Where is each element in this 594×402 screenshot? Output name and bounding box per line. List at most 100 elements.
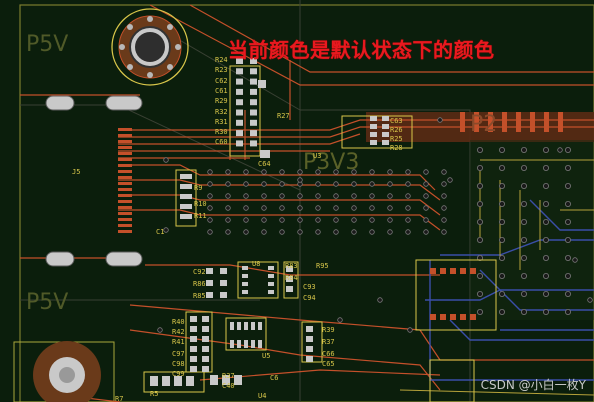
smd-pad — [220, 280, 227, 286]
smd-pad — [258, 340, 262, 348]
via — [565, 308, 572, 315]
via — [441, 205, 447, 211]
smd-pad — [180, 174, 192, 179]
via — [521, 146, 528, 153]
board-outline — [19, 4, 594, 402]
smd-pad — [174, 376, 182, 386]
via — [423, 181, 429, 187]
smd-pad — [460, 314, 466, 320]
smd-pad — [202, 326, 209, 332]
via — [476, 200, 483, 207]
smd-pad — [237, 340, 241, 348]
net-label-p3v3: P3V3 — [303, 150, 360, 175]
via — [565, 164, 572, 171]
via — [207, 181, 213, 187]
smd-pad — [242, 274, 248, 278]
via — [207, 205, 213, 211]
designator-label: C94 — [303, 294, 316, 302]
via — [476, 218, 483, 225]
via — [369, 229, 375, 235]
annotation-text: 当前颜色是默认状态下的颜色 — [228, 38, 495, 62]
via — [369, 193, 375, 199]
smd-pad — [250, 109, 257, 116]
smd-pad — [286, 266, 293, 272]
via — [407, 327, 413, 333]
via — [498, 146, 505, 153]
designator-label: R29 — [215, 97, 228, 106]
smd-pad — [202, 316, 209, 322]
via — [565, 182, 572, 189]
designator-label: R85 — [193, 292, 206, 300]
silkscreen-outlines — [143, 65, 497, 402]
via — [476, 254, 483, 261]
via — [565, 200, 572, 207]
smd-pad — [220, 268, 227, 274]
via — [543, 290, 550, 297]
via — [543, 272, 550, 279]
designator-label: R30 — [215, 128, 228, 137]
smd-pad — [382, 116, 389, 121]
smd-pad — [258, 322, 262, 330]
designator-label: C92 — [193, 268, 206, 276]
designator-label: R41 — [172, 338, 185, 346]
via — [337, 317, 343, 323]
via — [543, 200, 550, 207]
via — [297, 229, 303, 235]
smd-pad — [234, 375, 242, 385]
net-label-p2: P2 — [470, 112, 498, 137]
designator-label: C93 — [303, 283, 316, 291]
smd-pad — [251, 322, 255, 330]
smd-pad — [370, 116, 377, 121]
smd-pad — [370, 124, 377, 129]
smd-pad — [440, 314, 446, 320]
smd-pad — [306, 336, 313, 342]
via — [572, 257, 578, 263]
smd-pad — [382, 124, 389, 129]
via — [225, 169, 231, 175]
smd-pad — [236, 130, 243, 137]
smd-pad — [370, 140, 377, 145]
smd-pad — [180, 184, 192, 189]
via — [441, 181, 447, 187]
via — [333, 181, 339, 187]
smd-pad — [236, 58, 243, 64]
smd-pad — [244, 340, 248, 348]
designator-label: C62 — [215, 76, 228, 85]
smd-pad — [236, 88, 243, 95]
smd-pad — [190, 366, 197, 372]
via — [297, 193, 303, 199]
smd-pad — [250, 99, 257, 106]
via — [498, 182, 505, 189]
via — [207, 217, 213, 223]
smd-pad — [260, 150, 270, 158]
designator-label: C6 — [270, 374, 279, 382]
smd-pad — [150, 376, 158, 386]
via — [279, 205, 285, 211]
designator-label: R39 — [322, 326, 335, 334]
via — [565, 146, 572, 153]
smd-pad — [236, 78, 243, 85]
smd-pad — [206, 280, 213, 286]
via — [521, 200, 528, 207]
smd-pad — [220, 292, 227, 298]
smd-pad — [236, 99, 243, 106]
via — [565, 218, 572, 225]
via — [279, 193, 285, 199]
designator-label: U4 — [258, 392, 267, 400]
via — [476, 308, 483, 315]
via — [279, 217, 285, 223]
via — [521, 290, 528, 297]
smd-pad — [250, 88, 257, 95]
via — [369, 169, 375, 175]
via — [543, 182, 550, 189]
via — [387, 193, 393, 199]
smd-pad — [250, 140, 257, 147]
net-label-p5v: P5V — [26, 290, 69, 315]
via — [225, 217, 231, 223]
smd-pad — [382, 140, 389, 145]
via — [387, 205, 393, 211]
designator-label: C40 — [222, 382, 235, 390]
smd-pad — [250, 58, 257, 64]
